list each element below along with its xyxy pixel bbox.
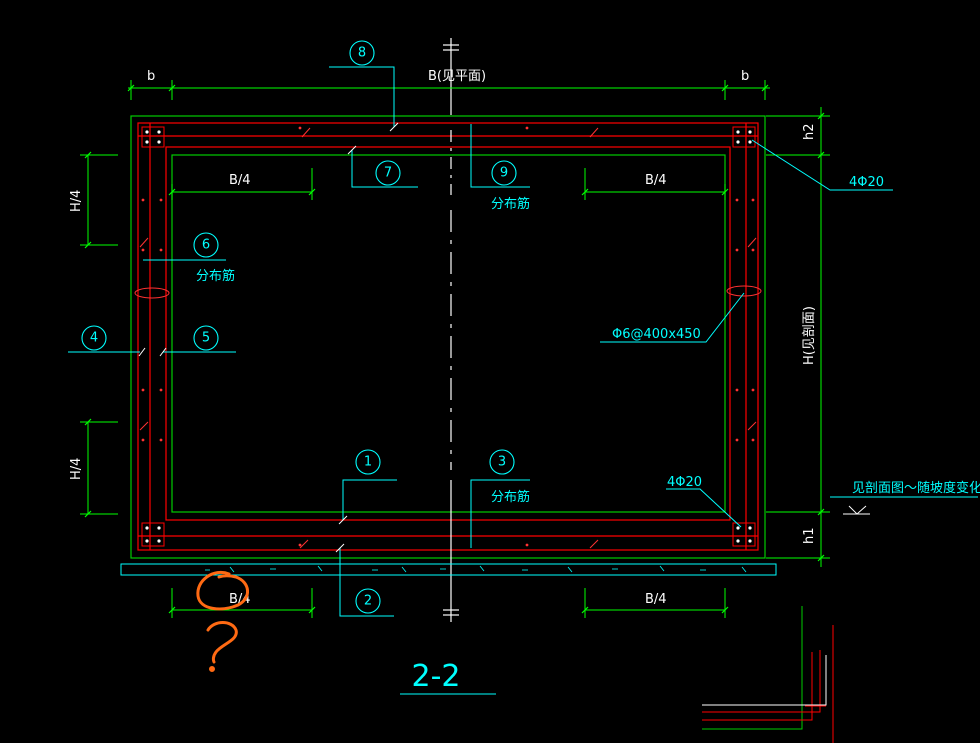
bubble-9-label: 9 bbox=[500, 166, 508, 181]
corner-rebar-clusters bbox=[141, 126, 756, 547]
markup-question-dot bbox=[209, 666, 215, 672]
tie-hooks bbox=[139, 127, 757, 549]
cushion-slab bbox=[120, 563, 777, 576]
corner-cluster-tl bbox=[141, 126, 165, 148]
dim-h-span: H(见剖面) bbox=[802, 306, 817, 365]
dim-b4-bottom-right: B/4 bbox=[645, 592, 667, 607]
bubble-6-label: 6 bbox=[202, 238, 210, 253]
corner-cluster-br bbox=[732, 522, 756, 547]
label-dist-bar-9: 分布筋 bbox=[491, 196, 530, 212]
dim-h4-upper: H/4 bbox=[69, 190, 84, 212]
adjacent-section-detail bbox=[702, 606, 834, 743]
leader-lines bbox=[68, 66, 978, 617]
bubble-4 bbox=[81, 325, 107, 351]
bubble-9 bbox=[491, 160, 517, 186]
bubble-1-label: 1 bbox=[364, 455, 372, 470]
right-wall-tie bbox=[726, 285, 762, 297]
cushion-layer bbox=[120, 563, 777, 576]
markup-question-hook bbox=[206, 621, 238, 664]
outer-rebar-loop bbox=[137, 122, 759, 551]
dim-h2: h2 bbox=[802, 123, 817, 140]
markup-circle bbox=[196, 571, 249, 611]
left-wall-tie bbox=[134, 287, 170, 299]
corner-cluster-tr bbox=[732, 126, 756, 148]
bubble-2 bbox=[355, 588, 381, 614]
cushion-hatch bbox=[205, 565, 747, 573]
bubble-1 bbox=[355, 449, 381, 475]
rebar-cage bbox=[137, 122, 759, 551]
callout-bubbles bbox=[81, 40, 517, 614]
label-corner-rebar-top: 4Φ20 bbox=[849, 175, 884, 190]
bubble-2-label: 2 bbox=[364, 594, 372, 609]
dim-h1: h1 bbox=[802, 527, 817, 544]
orange-markup bbox=[196, 571, 249, 672]
bubble-3-label: 3 bbox=[498, 455, 506, 470]
bubble-6 bbox=[193, 232, 219, 258]
dim-b-left: b bbox=[147, 69, 155, 84]
slope-triangle bbox=[843, 505, 870, 515]
bubble-7-label: 7 bbox=[384, 166, 392, 181]
corner-bar-dots bbox=[145, 130, 752, 543]
dim-b-right: b bbox=[741, 69, 749, 84]
label-dist-bar-6: 分布筋 bbox=[196, 268, 235, 284]
label-slope-note: 见剖面图～随坡度变化 bbox=[852, 480, 980, 496]
bubble-8 bbox=[349, 40, 375, 66]
bubble-7 bbox=[375, 160, 401, 186]
dim-b4-bottom-left: B/4 bbox=[229, 592, 251, 607]
corner-cluster-bl bbox=[141, 522, 165, 547]
inner-rebar-loop bbox=[165, 146, 731, 521]
outer-concrete-boundary bbox=[130, 115, 766, 559]
bubble-5-label: 5 bbox=[202, 331, 210, 346]
label-tie-spec: Φ6@400x450 bbox=[612, 327, 701, 342]
dim-b4-inner-left: B/4 bbox=[229, 173, 251, 188]
dim-h4-lower: H/4 bbox=[69, 458, 84, 480]
label-dist-bar-3: 分布筋 bbox=[491, 489, 530, 505]
dim-span-top: B(见平面) bbox=[428, 69, 486, 84]
symmetry-centerline bbox=[443, 38, 459, 622]
label-corner-rebar-bottom: 4Φ20 bbox=[667, 475, 702, 490]
dimension-lines bbox=[80, 80, 830, 618]
leader-slashes bbox=[138, 122, 399, 553]
inner-opening-boundary bbox=[171, 154, 726, 513]
bubble-8-label: 8 bbox=[358, 46, 366, 61]
wall-tie-ellipses bbox=[134, 285, 762, 299]
dim-b4-inner-right: B/4 bbox=[645, 173, 667, 188]
concrete-section-outline bbox=[130, 115, 766, 559]
bubble-3 bbox=[489, 449, 515, 475]
dimension-tick-slashes bbox=[84, 84, 825, 614]
section-title: 2-2 bbox=[412, 659, 461, 694]
bubble-5 bbox=[193, 325, 219, 351]
distribution-bar-dots bbox=[141, 126, 755, 547]
bubble-4-label: 4 bbox=[90, 331, 98, 346]
